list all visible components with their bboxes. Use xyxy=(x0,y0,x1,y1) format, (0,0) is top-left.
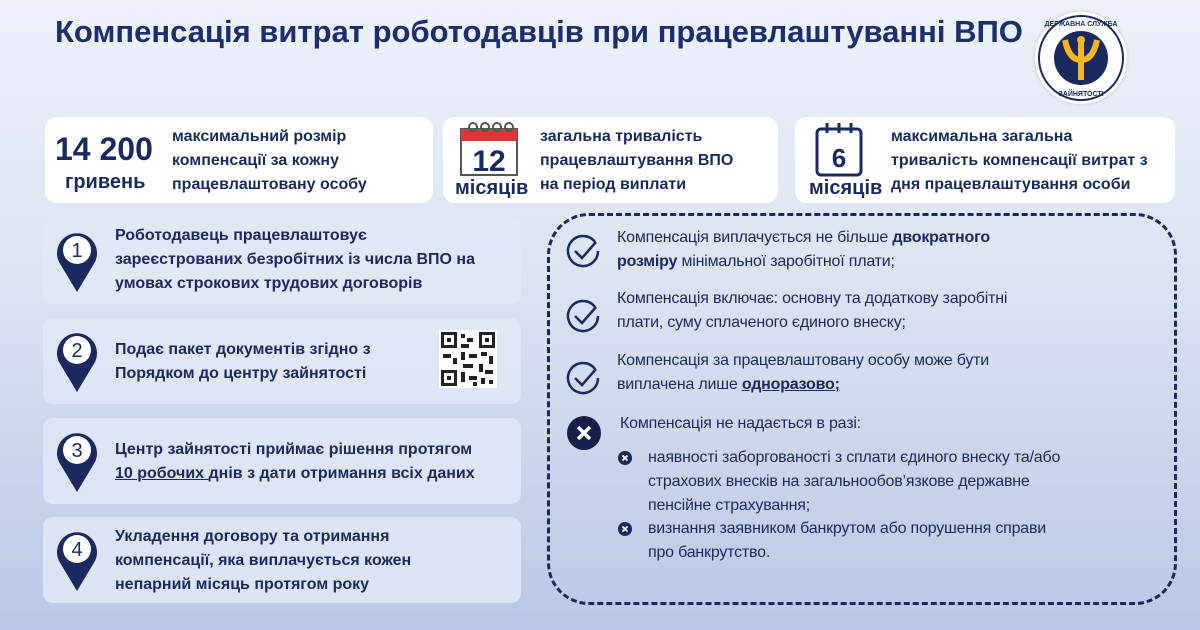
card-text-line: тривалість компенсації витрат з xyxy=(891,152,1148,169)
card-text-line: максимальна загальна xyxy=(891,128,1073,145)
amount-value: 14 200 xyxy=(55,131,153,167)
step-text: зареєстрованих безробітних із числа ВПО … xyxy=(115,251,475,268)
step-text: компенсації, яка виплачується кожен xyxy=(115,552,412,569)
qr-code[interactable] xyxy=(439,330,497,388)
step-text: непарний місяць протягом року xyxy=(115,576,370,593)
employment-duration-card: 12 місяців загальна тривалість працевлаш… xyxy=(443,117,778,203)
svg-text:12: 12 xyxy=(472,145,505,178)
condition-2: Компенсація включає: основну та додатков… xyxy=(617,290,1008,331)
exclusion-1: наявності заборгованості з сплати єдиног… xyxy=(648,449,1061,514)
exclusions-heading: Компенсація не надається в разі: xyxy=(620,415,861,432)
svg-text:1: 1 xyxy=(71,240,82,262)
x-bullet-icon xyxy=(618,522,632,536)
conditions-panel xyxy=(547,213,1177,605)
step-text: Центр зайнятості приймає рішення протяго… xyxy=(115,441,473,458)
max-amount-card: 14 200 гривень максимальний розмір компе… xyxy=(45,117,433,203)
svg-text:2: 2 xyxy=(71,340,82,362)
svg-text:ДЕРЖАВНА СЛУЖБА: ДЕРЖАВНА СЛУЖБА xyxy=(1044,21,1117,28)
calendar-icon: 12 xyxy=(460,122,518,178)
svg-text:6: 6 xyxy=(832,143,846,173)
x-circle-icon xyxy=(567,416,601,450)
step-1: 1 Роботодавець працевлаштовує зареєстрова… xyxy=(43,218,521,304)
check-circle-icon xyxy=(566,234,600,268)
step-text-underlined: 10 робочих xyxy=(115,465,209,482)
step-text: умовах строкових трудових договорів xyxy=(115,275,423,292)
card-text-line: на період виплати xyxy=(540,176,687,193)
svg-text:3: 3 xyxy=(71,440,82,462)
calendar-icon: 6 xyxy=(815,123,863,177)
amount-unit: гривень xyxy=(65,171,146,193)
condition-3: Компенсація за працевлаштовану особу мож… xyxy=(617,352,989,393)
step-text: Порядком до центру зайнятості xyxy=(115,365,367,382)
map-pin-icon: 1 xyxy=(57,233,97,292)
step-4: 4 Укладення договору та отримання компенс… xyxy=(43,517,521,603)
exclusion-2: визнання заявником банкрутом або порушен… xyxy=(648,520,1047,561)
map-pin-icon: 3 xyxy=(57,433,97,492)
check-circle-icon xyxy=(566,361,600,395)
logo-emblem-icon: ДЕРЖАВНА СЛУЖБА ЗАЙНЯТОСТІ xyxy=(1038,15,1124,101)
step-3: 3 Центр зайнятості приймає рішення протя… xyxy=(43,418,521,504)
step-text: Укладення договору та отримання xyxy=(115,528,390,545)
map-pin-icon: 2 xyxy=(57,333,97,392)
step-text: Роботодавець працевлаштовує xyxy=(115,227,367,244)
compensation-duration-card: 6 місяців максимальна загальна триваліст… xyxy=(795,117,1175,203)
check-circle-icon xyxy=(566,299,600,333)
condition-1: Компенсація виплачується не більше двокр… xyxy=(617,229,990,270)
svg-text:4: 4 xyxy=(71,539,82,561)
employment-service-logo: ДЕРЖАВНА СЛУЖБА ЗАЙНЯТОСТІ xyxy=(1035,12,1127,104)
step-text: днів з дати отримання всіх даних xyxy=(208,465,475,482)
card-text-line: компенсації за кожну xyxy=(172,152,339,169)
step-text: Подає пакет документів згідно з xyxy=(115,341,371,358)
compensation-unit: місяців xyxy=(809,177,883,199)
map-pin-icon: 4 xyxy=(57,532,97,591)
x-bullet-icon xyxy=(618,451,632,465)
card-text-line: працевлаштовану особу xyxy=(172,176,367,193)
step-2: 2 Подає пакет документів згідно з Порядко… xyxy=(43,318,521,404)
duration-unit: місяців xyxy=(455,177,529,199)
card-text-line: загальна тривалість xyxy=(540,128,703,145)
card-text-line: дня працевлаштування особи xyxy=(891,176,1131,193)
card-text-line: працевлаштування ВПО xyxy=(540,152,734,169)
page-title: Компенсація витрат роботодавців при прац… xyxy=(55,14,1023,49)
svg-text:ЗАЙНЯТОСТІ: ЗАЙНЯТОСТІ xyxy=(1058,89,1103,98)
card-text-line: максимальний розмір xyxy=(172,128,347,145)
